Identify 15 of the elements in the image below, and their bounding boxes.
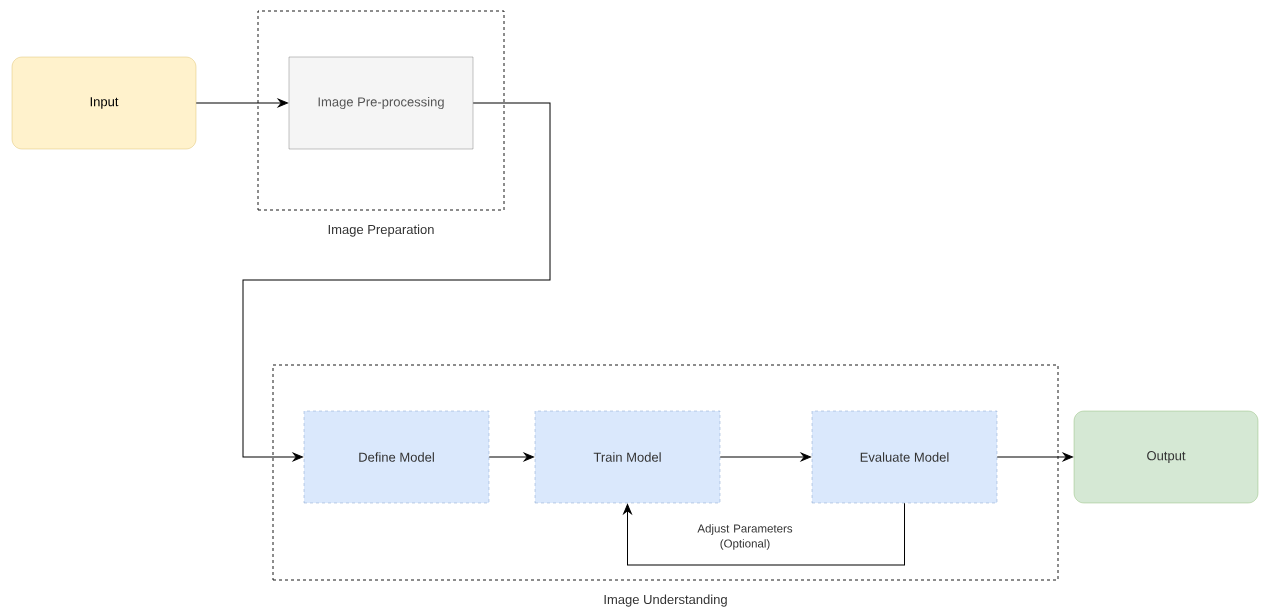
group-title: Image Understanding	[604, 594, 727, 607]
arrow	[195, 98, 288, 108]
group-title: Image Preparation	[328, 224, 434, 237]
process-box: Train Model	[534, 410, 721, 504]
arrow	[488, 452, 534, 462]
process-box: Image Pre-processing	[288, 56, 474, 150]
process-box: Define Model	[303, 410, 490, 504]
arrow	[623, 502, 905, 566]
process-box: Input	[11, 56, 197, 150]
arrow	[996, 452, 1073, 462]
process-box: Evaluate Model	[811, 410, 998, 504]
process-box: Output	[1073, 410, 1259, 504]
arrow	[719, 452, 811, 462]
edge-label: Adjust Parameters (Optional)	[697, 524, 793, 550]
arrow	[242, 102, 551, 462]
